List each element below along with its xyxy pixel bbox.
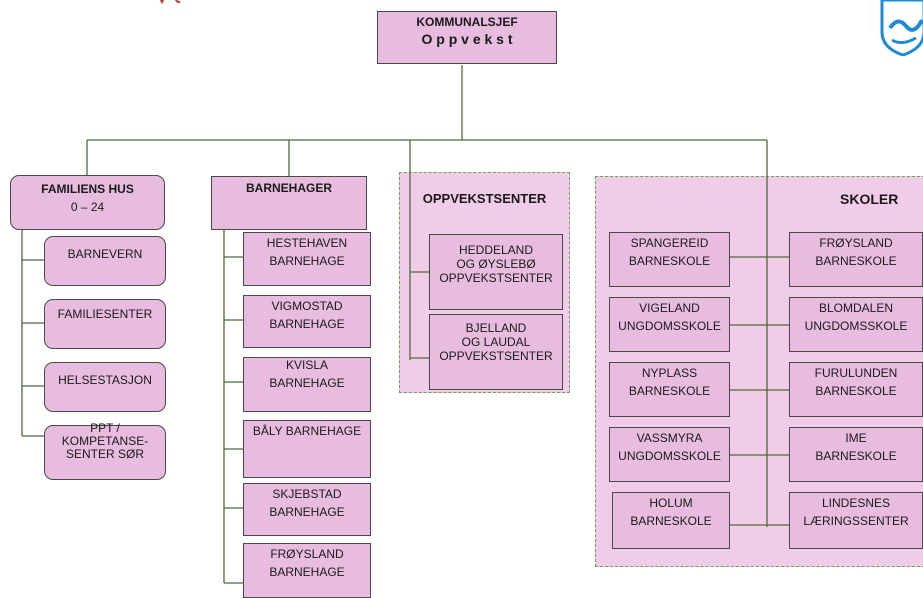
- item-label: SENTER SØR: [65, 447, 144, 461]
- item-label: BARNEHAGE: [269, 376, 345, 390]
- skole-item[interactable]: SPANGEREID BARNESKOLE: [609, 232, 730, 287]
- item-label: BARNESKOLE: [630, 514, 712, 528]
- item-label: BJELLAND: [465, 321, 527, 335]
- skole-item[interactable]: HOLUM BARNESKOLE: [612, 492, 730, 549]
- familiens-hus-node[interactable]: FAMILIENS HUS 0 – 24: [10, 175, 165, 230]
- oppvekstsenter-title: OPPVEKSTSENTER: [422, 191, 547, 206]
- skole-item[interactable]: VIGELAND UNGDOMSSKOLE: [609, 297, 730, 352]
- item-label: KVISLA: [285, 358, 329, 372]
- item-label: OPPVEKSTSENTER: [439, 349, 553, 363]
- municipal-crest-icon: [880, 0, 923, 56]
- barnehage-item[interactable]: HESTEHAVEN BARNEHAGE: [243, 232, 371, 286]
- familiens-hus-item[interactable]: BARNEVERN: [44, 236, 166, 286]
- item-label: BARNEHAGE: [269, 505, 345, 519]
- item-label: BARNEHAGE: [269, 254, 345, 268]
- familiens-hus-item[interactable]: HELSESTASJON: [44, 362, 166, 412]
- item-label: FURULUNDEN: [814, 366, 898, 380]
- item-label: UNGDOMSSKOLE: [618, 319, 721, 333]
- barnehage-item[interactable]: VIGMOSTAD BARNEHAGE: [243, 295, 371, 348]
- skole-item[interactable]: FRØYSLAND BARNESKOLE: [789, 232, 923, 287]
- barnehage-item[interactable]: BÅLY BARNEHAGE: [243, 420, 371, 478]
- item-label: BARNESKOLE: [815, 449, 897, 463]
- skole-item[interactable]: LINDESNES LÆRINGSSENTER: [789, 492, 923, 549]
- skole-item[interactable]: NYPLASS BARNESKOLE: [609, 362, 730, 417]
- item-label: SKJEBSTAD: [272, 487, 342, 501]
- decorative-mark: [159, 0, 181, 5]
- item-label: VASSMYRA: [636, 431, 703, 445]
- skoler-title: SKOLER: [840, 191, 899, 207]
- item-label: FAMILIESENTER: [57, 307, 153, 321]
- item-label: BARNEVERN: [67, 247, 143, 261]
- barnehage-item[interactable]: FRØYSLAND BARNEHAGE: [243, 543, 371, 598]
- item-label: BARNESKOLE: [815, 384, 897, 398]
- item-label: KOMPETANSE-: [61, 434, 149, 448]
- item-label: HEDDELAND: [458, 243, 533, 257]
- familiens-hus-subtitle: 0 – 24: [70, 200, 105, 214]
- barnehager-title: BARNEHAGER: [245, 181, 332, 195]
- item-label: BARNEHAGE: [269, 317, 345, 331]
- item-label: HESTEHAVEN: [266, 236, 348, 250]
- item-label: IME: [845, 431, 867, 445]
- item-label: UNGDOMSSKOLE: [804, 319, 908, 333]
- familiens-hus-item[interactable]: FAMILIESENTER: [44, 299, 166, 349]
- skole-item[interactable]: VASSMYRA UNGDOMSSKOLE: [609, 427, 730, 482]
- item-label: FRØYSLAND: [270, 547, 344, 561]
- familiens-hus-item[interactable]: PPT / KOMPETANSE- SENTER SØR: [44, 421, 166, 480]
- item-label: BARNESKOLE: [628, 384, 711, 398]
- item-label: OG LAUDAL: [461, 335, 531, 349]
- item-label: NYPLASS: [641, 366, 698, 380]
- oppvekstsenter-item[interactable]: BJELLAND OG LAUDAL OPPVEKSTSENTER: [429, 314, 563, 390]
- barnehage-item[interactable]: KVISLA BARNEHAGE: [243, 357, 371, 412]
- item-label: LÆRINGSSENTER: [803, 514, 909, 528]
- item-label: FRØYSLAND: [819, 236, 893, 250]
- skole-item[interactable]: BLOMDALEN UNGDOMSSKOLE: [789, 297, 923, 352]
- familiens-hus-title: FAMILIENS HUS: [41, 182, 134, 196]
- item-label: LINDESNES: [821, 496, 891, 510]
- root-title: KOMMUNALSJEF: [416, 15, 518, 29]
- item-label: VIGELAND: [639, 301, 700, 315]
- item-label: OG ØYSLEBØ: [456, 257, 536, 271]
- item-label: VIGMOSTAD: [271, 299, 343, 313]
- item-label: BARNESKOLE: [628, 254, 711, 268]
- root-subtitle: O p p v e k s t: [421, 31, 513, 47]
- item-label: HELSESTASJON: [58, 373, 152, 387]
- item-label: BARNESKOLE: [815, 254, 897, 268]
- item-label: BARNEHAGE: [269, 565, 345, 579]
- root-node[interactable]: KOMMUNALSJEF O p p v e k s t: [377, 11, 557, 64]
- item-label: UNGDOMSSKOLE: [618, 449, 721, 463]
- barnehage-item[interactable]: SKJEBSTAD BARNEHAGE: [243, 483, 371, 536]
- item-label: PPT /: [90, 421, 120, 435]
- barnehager-node[interactable]: BARNEHAGER: [211, 176, 367, 230]
- item-label: HOLUM: [649, 496, 693, 510]
- item-label: BÅLY BARNEHAGE: [252, 424, 362, 438]
- item-label: BLOMDALEN: [818, 301, 894, 315]
- skole-item[interactable]: FURULUNDEN BARNESKOLE: [789, 362, 923, 417]
- skole-item[interactable]: IME BARNESKOLE: [789, 427, 923, 482]
- item-label: SPANGEREID: [630, 236, 709, 250]
- item-label: OPPVEKSTSENTER: [439, 271, 553, 285]
- oppvekstsenter-item[interactable]: HEDDELAND OG ØYSLEBØ OPPVEKSTSENTER: [429, 234, 563, 310]
